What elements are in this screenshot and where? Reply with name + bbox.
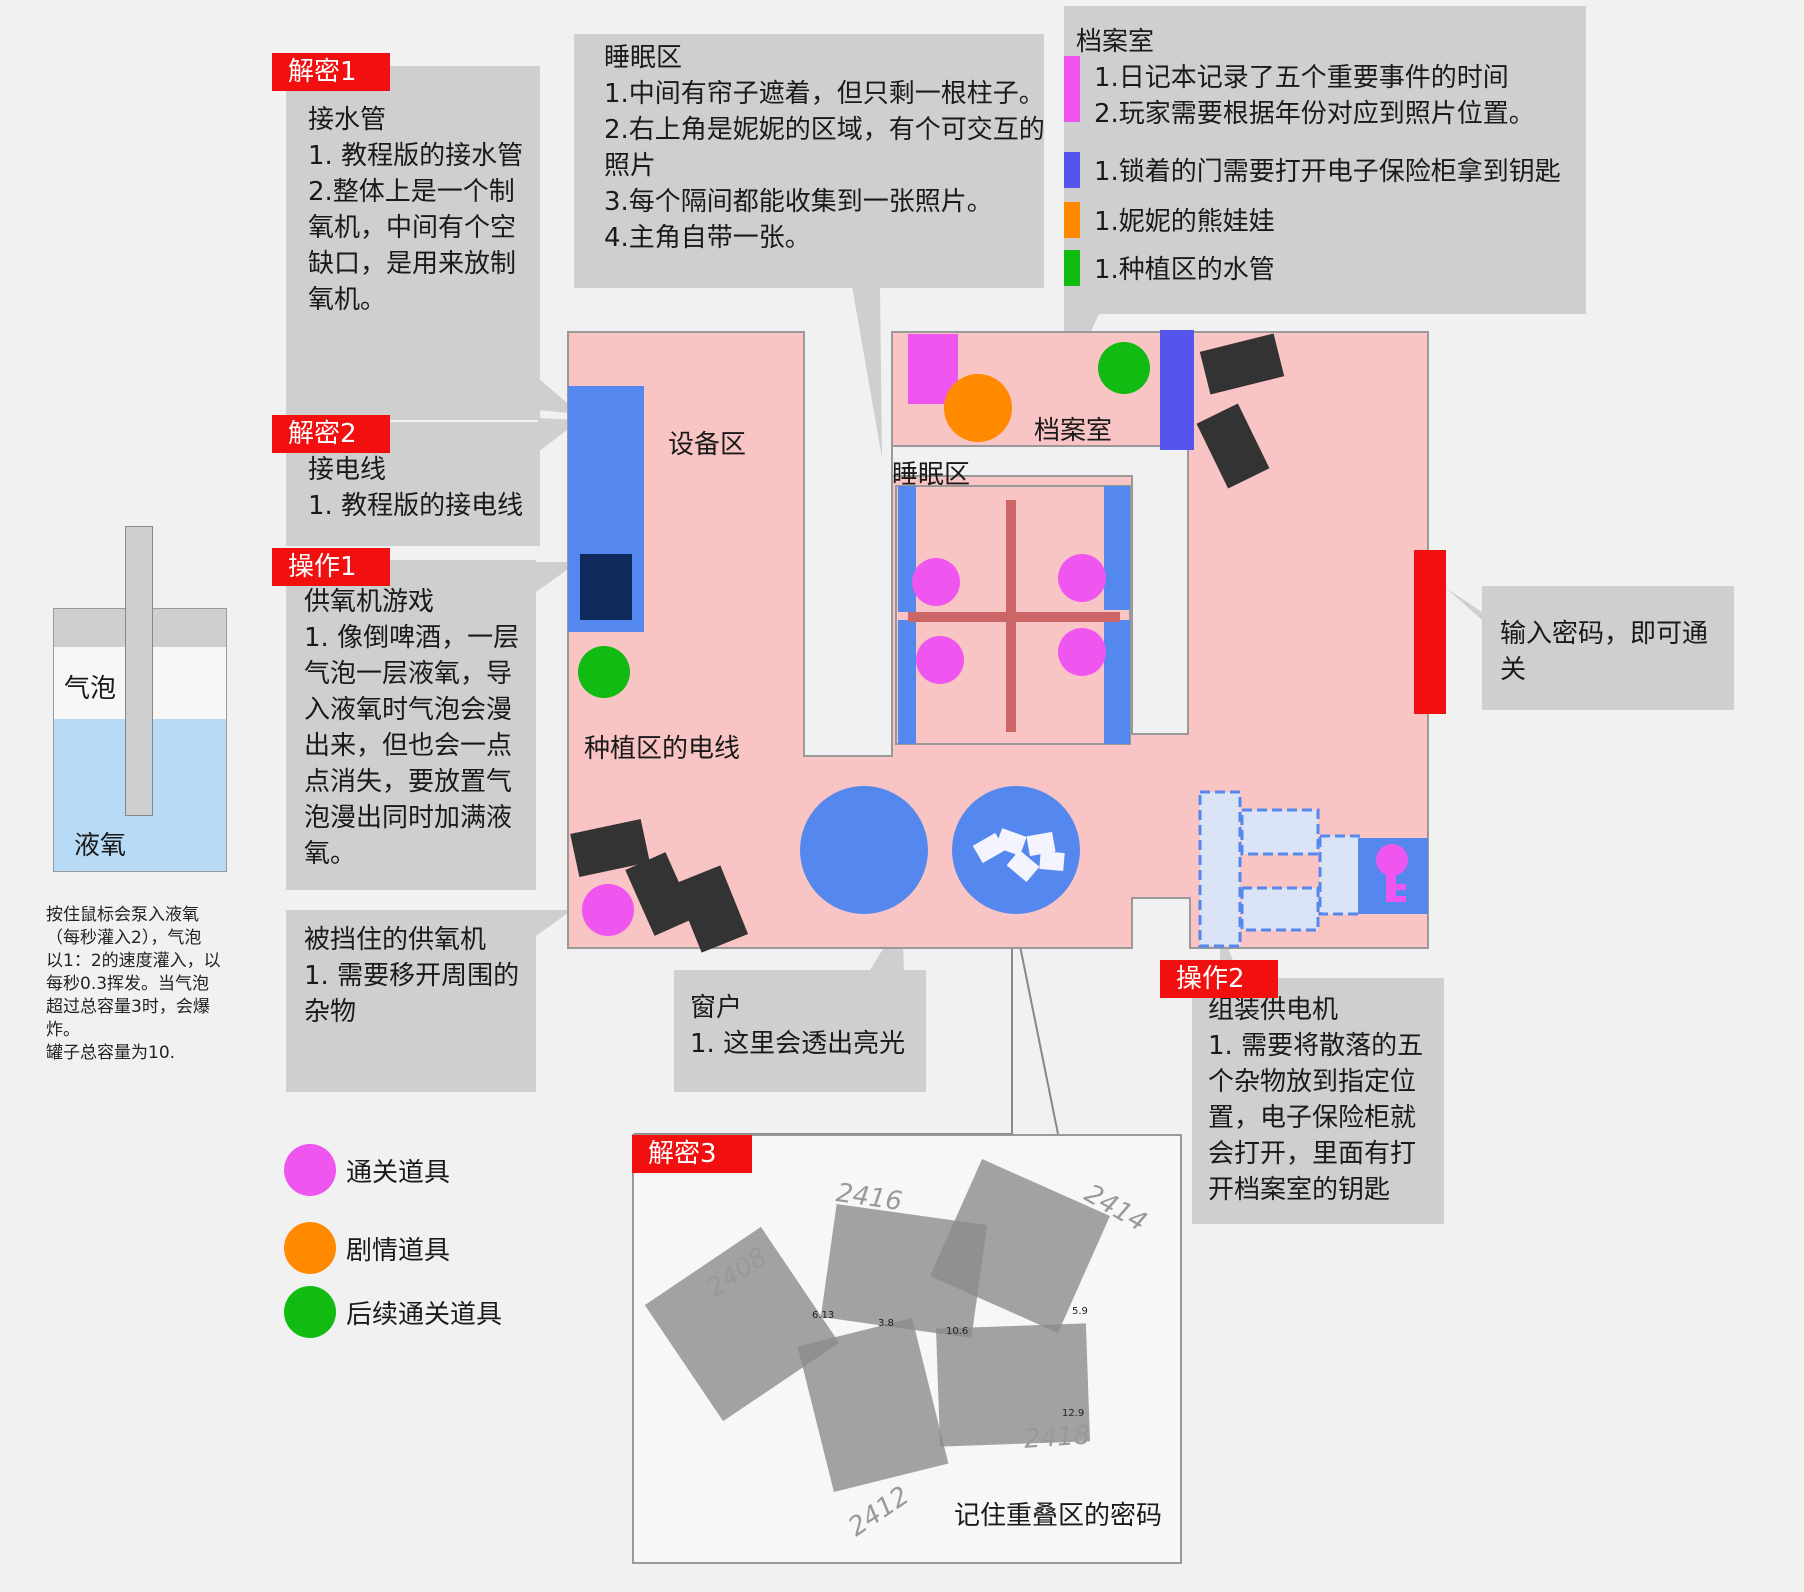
year-2412: 2412	[843, 1481, 915, 1543]
photo-2414	[930, 1159, 1110, 1333]
tag-operation-2: 操作2	[1160, 960, 1278, 998]
pointer-photo-right	[1013, 915, 1059, 1135]
photo-2418	[935, 1323, 1091, 1447]
crate-1	[1199, 333, 1285, 395]
key-icon-tooth-2	[1394, 896, 1406, 902]
note-blocked-oxygen: 被挡住的供氧机 1. 需要移开周围的 杂物	[286, 910, 536, 1092]
pointer-password	[1446, 588, 1482, 620]
note-generator: 组装供电机 1. 需要将散落的五 个杂物放到指定位 置，电子保险柜就 会打开，里…	[1192, 978, 1444, 1224]
oxygen-machine-slot	[580, 554, 632, 620]
photo-item-4	[1058, 628, 1106, 676]
equipment-area-label: 设备区	[668, 430, 747, 460]
tag-puzzle-1: 解密1	[272, 53, 390, 91]
swatch-green	[1064, 250, 1080, 286]
generator-slot-4	[1318, 834, 1362, 916]
sleep-area-label: 睡眠区	[892, 460, 971, 490]
note-password: 输入密码，即可通 关	[1482, 586, 1734, 710]
window-photo-3	[1026, 831, 1056, 857]
password-door	[1414, 550, 1446, 714]
key-icon-tooth-1	[1394, 884, 1406, 890]
crate-2	[1196, 403, 1270, 489]
legend-later-dot	[284, 1286, 336, 1338]
tank-pipe	[125, 526, 153, 816]
window-photo-4	[1006, 849, 1040, 883]
pointer-blocked	[536, 910, 572, 936]
window-photo-2	[995, 828, 1027, 856]
note-archive: 档案室 1.日记本记录了五个重要事件的时间 2.玩家需要根据年份对应到照片位置。…	[1064, 6, 1586, 314]
photo-2408	[644, 1226, 840, 1422]
note-water-pipe: 接水管 1. 教程版的接水管 2.整体上是一个制 氧机，中间有个空 缺口，是用来…	[286, 66, 540, 420]
plant-wire-item	[578, 646, 630, 698]
bunk-right-top	[1104, 486, 1130, 610]
overlap-number-2: 3.8	[878, 1318, 894, 1329]
year-2418: 2418	[1023, 1420, 1091, 1455]
photo-item-3	[916, 636, 964, 684]
water-pipe-item	[1098, 342, 1150, 394]
key-icon-shaft	[1386, 872, 1396, 902]
archive-note-title: 档案室	[1076, 27, 1155, 57]
photo-2416	[820, 1203, 988, 1339]
crate-4	[625, 852, 695, 936]
overlap-number-1: 6.13	[812, 1310, 834, 1321]
swatch-blue	[1064, 152, 1080, 188]
tag-operation-1: 操作1	[272, 548, 390, 586]
plant-wire-label: 种植区的电线	[584, 734, 741, 764]
legend-clear-dot	[284, 1144, 336, 1196]
window-plain	[800, 786, 928, 914]
blocked-oxygen-item	[582, 884, 634, 936]
bunk-right-bottom	[1104, 620, 1130, 744]
note-wire: 接电线 1. 教程版的接电线	[286, 422, 540, 546]
crate-3	[570, 818, 650, 878]
window-photo-5	[1039, 850, 1065, 872]
legend-story-dot	[284, 1222, 336, 1274]
window-photo-1	[972, 832, 1006, 864]
photo-puzzle-art: 2408 2416 2414 2412 2418 6.13 3.8 10.6 5…	[644, 1159, 1162, 1543]
curtain-pillar-horizontal	[908, 612, 1120, 622]
tank-description: 按住鼠标会泵入液氧 （每秒灌入2），气泡 以1：2的速度灌入，以 每秒0.3挥发…	[46, 905, 221, 1063]
key-icon-head	[1376, 844, 1408, 876]
tag-puzzle-3: 解密3	[632, 1135, 752, 1173]
crate-5	[673, 865, 749, 953]
swatch-pink	[1064, 56, 1080, 122]
pointer-sleep	[852, 286, 882, 458]
note-window: 窗户 1. 这里会透出亮光	[674, 970, 926, 1092]
note-sleep-area: 睡眠区 1.中间有帘子遮着，但只剩一根柱子。 2.右上角是妮妮的区域，有个可交互…	[574, 34, 1045, 288]
archive-locked-door	[1160, 330, 1194, 450]
overlap-number-3: 10.6	[946, 1326, 968, 1337]
overlap-number-4: 5.9	[1072, 1306, 1088, 1317]
bubble-label: 气泡	[64, 674, 117, 704]
generator-slot-1	[1198, 790, 1242, 948]
bunk-left-top	[898, 486, 916, 612]
swatch-orange	[1064, 202, 1080, 238]
generator-slot-3	[1240, 886, 1320, 932]
generator-slot-2	[1240, 808, 1320, 856]
archive-area-label: 档案室	[1034, 416, 1113, 446]
photo-item-1	[912, 558, 960, 606]
liquid-label: 液氧	[74, 831, 127, 861]
tag-puzzle-2: 解密2	[272, 415, 390, 453]
note-oxygen-game: 供氧机游戏 1. 像倒啤酒，一层 气泡一层液氧，导 入液氧时气泡会漫 出来，但也…	[286, 560, 536, 890]
overlap-number-5: 12.9	[1062, 1408, 1084, 1419]
teddy-bear-item	[944, 374, 1012, 442]
photo-puzzle-caption: 记住重叠区的密码	[954, 1501, 1162, 1531]
photo-2412	[797, 1317, 949, 1493]
bunk-left-bottom	[898, 620, 916, 744]
photo-item-2	[1058, 554, 1106, 602]
